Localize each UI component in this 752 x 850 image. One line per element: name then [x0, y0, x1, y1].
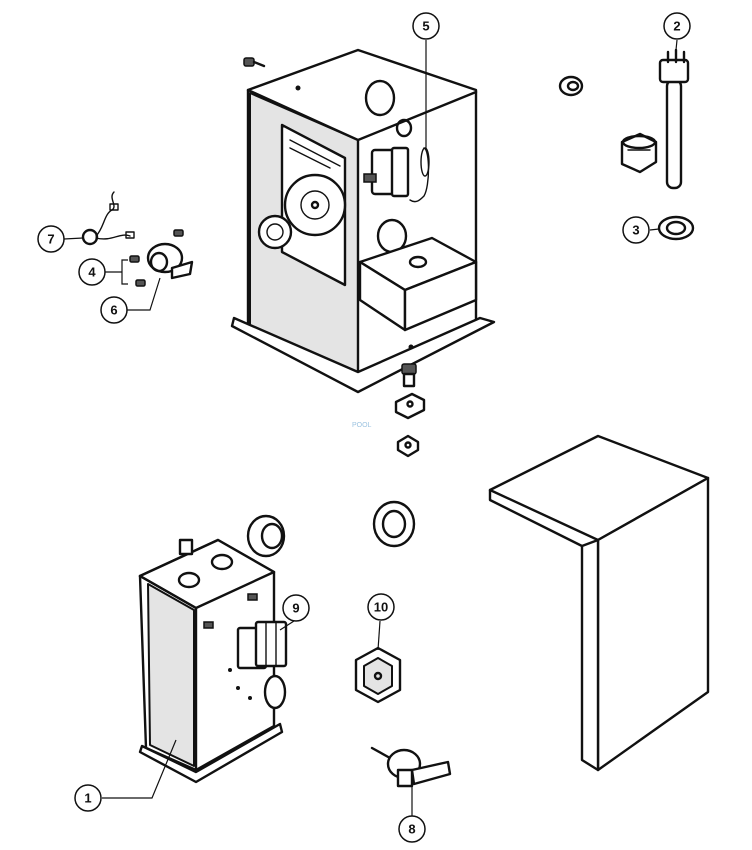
- bushing: [558, 75, 584, 97]
- large-gasket: [372, 500, 416, 548]
- main-cabinet: [230, 48, 496, 394]
- plug: [620, 132, 658, 174]
- gasket-ring: [657, 215, 695, 241]
- snap-thermostat: [370, 746, 452, 788]
- thermostat-switch: [363, 146, 430, 203]
- callout-label-10: 10: [374, 600, 388, 615]
- callout-7: 7: [37, 225, 84, 253]
- pressure-switch: [354, 646, 402, 704]
- clamp-bracket: [394, 392, 426, 420]
- screw-top: [243, 57, 266, 68]
- callout-label-3: 3: [632, 223, 639, 238]
- callout-label-4: 4: [88, 265, 96, 280]
- hex-nut: [396, 434, 420, 458]
- callout-label-5: 5: [422, 19, 429, 34]
- callout-label-6: 6: [110, 303, 117, 318]
- callout-5: 5: [412, 12, 440, 148]
- relay: [236, 620, 288, 670]
- watermark-text: POOL: [352, 422, 372, 429]
- heating-element: [658, 48, 690, 190]
- callout-1: 1: [74, 739, 177, 812]
- callout-10: 10: [367, 593, 395, 651]
- callout-label-9: 9: [292, 601, 299, 616]
- callout-3: 3: [622, 216, 660, 244]
- callout-label-7: 7: [47, 232, 54, 247]
- sensor-housing: [146, 242, 194, 280]
- callout-4: 4: [78, 258, 128, 286]
- callout-9: 9: [279, 594, 310, 631]
- callout-label-1: 1: [84, 791, 91, 806]
- callout-label-8: 8: [408, 822, 415, 837]
- wire-harness: [81, 191, 135, 246]
- heater-body: [138, 514, 287, 784]
- cover-panel: [488, 434, 710, 772]
- fitting-bolt: [401, 363, 417, 388]
- callout-8: 8: [398, 786, 426, 843]
- callout-6: 6: [100, 277, 161, 324]
- callout-label-2: 2: [673, 19, 680, 34]
- callout-2: 2: [663, 12, 691, 51]
- screws: [129, 229, 184, 287]
